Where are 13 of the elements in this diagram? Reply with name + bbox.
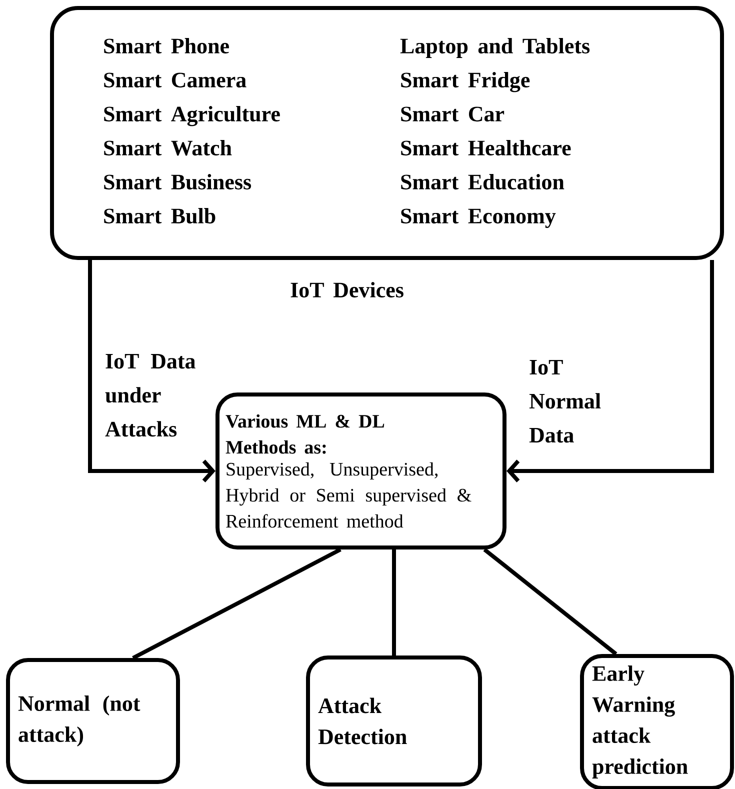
outcome-box: Normal (not attack) xyxy=(6,658,180,784)
box-caption: IoT Devices xyxy=(290,282,404,298)
outcome-box: Attack Detection xyxy=(306,656,482,786)
connector-line xyxy=(132,548,342,660)
connector-line xyxy=(392,550,396,656)
outcome-box: Early Warning attack prediction xyxy=(580,654,734,789)
arrow xyxy=(506,260,714,482)
method-box: Various ML & DL Methods as: Supervised, Unsupervised, Hybrid or Semi supervised & Reinforcement method xyxy=(216,392,506,550)
arrow xyxy=(88,260,216,482)
edge-label: IoT Data under Attacks xyxy=(105,354,196,437)
connector-line xyxy=(483,548,618,656)
edge-label: IoT Normal Data xyxy=(529,360,601,443)
device-list-box: Smart Phone Smart Camera Smart Agriculture Smart Watch Smart Business Smart Bulb Laptop and Tablets Smart Fridge Smart Car Smart Healthcare Smart Education Smart Economy xyxy=(50,6,724,260)
